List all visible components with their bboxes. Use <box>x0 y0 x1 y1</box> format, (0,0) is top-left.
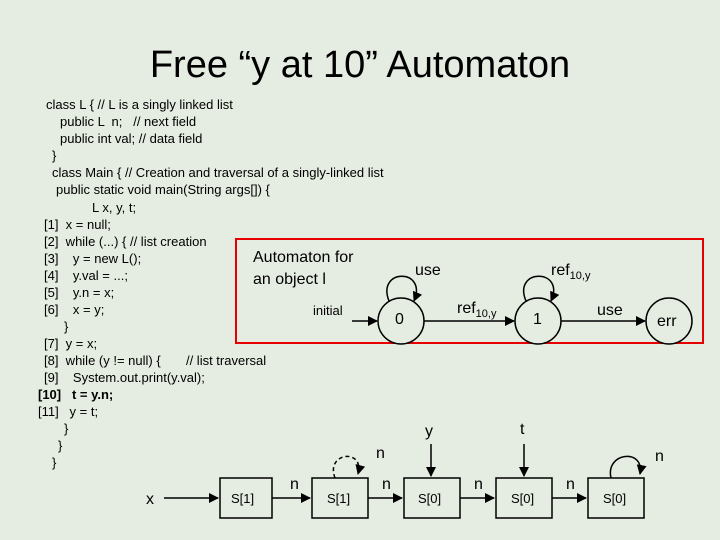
code-line: } <box>58 438 63 453</box>
heap-node-label: S[1] <box>327 491 351 506</box>
self-loop-use-label: use <box>415 262 441 279</box>
code-line: [2] while (...) { // list creation <box>44 234 207 249</box>
code-line: L x, y, t; <box>92 200 137 215</box>
code-line: [1] x = null; <box>44 217 111 232</box>
edge-n-loop <box>609 455 647 479</box>
code-line: } <box>64 421 69 436</box>
heap-node-label: S[1] <box>231 491 255 506</box>
heap-node-s0-b <box>495 477 553 519</box>
code-line: } <box>52 455 57 470</box>
slide-title: Free “y at 10” Automaton <box>149 44 571 86</box>
automaton-heading: an object l <box>253 271 326 288</box>
code-line: [11] y = t; <box>38 404 99 419</box>
heap-node-s0-c <box>587 477 645 519</box>
code-line: } <box>64 319 69 334</box>
heap-node-s1-b <box>311 477 369 519</box>
self-loop-state-1 <box>523 275 560 302</box>
heap-node-label: S[0] <box>511 491 535 506</box>
var-x-label: x <box>146 491 154 508</box>
code-line: [9] System.out.print(y.val); <box>44 370 205 385</box>
edge-n-label: n <box>474 476 483 493</box>
code-line: public int val; // data field <box>60 131 203 146</box>
heap-node-label: S[0] <box>418 491 442 506</box>
state-1-label: 1 <box>533 311 542 328</box>
code-line: public L n; // next field <box>60 114 197 129</box>
code-line: [3] y = new L(); <box>44 251 142 266</box>
use-to-err-label: use <box>597 302 623 319</box>
transition-ref-label: ref10,y <box>457 300 497 321</box>
automaton-heading: Automaton for <box>253 249 354 266</box>
code-line: public static void main(String args[]) { <box>56 182 270 197</box>
var-t-label: t <box>520 421 525 438</box>
self-loop-state-0 <box>386 275 423 302</box>
code-line: class Main { // Creation and traversal o… <box>52 165 384 180</box>
code-line: [5] y.n = x; <box>44 285 115 300</box>
code-line: [4] y.val = ...; <box>44 268 128 283</box>
code-line: [7] y = x; <box>44 336 98 351</box>
edge-n-dashed-loop <box>332 455 366 479</box>
loop-n-label: n <box>376 445 385 462</box>
automaton-highlight-box <box>235 238 704 344</box>
state-0-label: 0 <box>395 311 404 328</box>
loop-ref-label: ref10,y <box>551 262 591 283</box>
edge-n-label: n <box>290 476 299 493</box>
loop-n-label: n <box>655 448 664 465</box>
code-line: [8] while (y != null) { // list traversa… <box>44 353 267 368</box>
heap-node-s1-a <box>219 477 273 519</box>
state-err-label: err <box>657 313 677 330</box>
heap-node-label: S[0] <box>603 491 627 506</box>
code-line: [6] x = y; <box>44 302 105 317</box>
code-line: class L { // L is a singly linked list <box>46 97 233 112</box>
initial-label: initial <box>313 303 343 318</box>
state-err <box>645 297 693 345</box>
edge-n-label: n <box>382 476 391 493</box>
code-line-highlighted: [10] t = y.n; <box>38 387 114 402</box>
edge-n-label: n <box>566 476 575 493</box>
var-y-label: y <box>425 423 433 440</box>
code-line: } <box>52 148 57 163</box>
